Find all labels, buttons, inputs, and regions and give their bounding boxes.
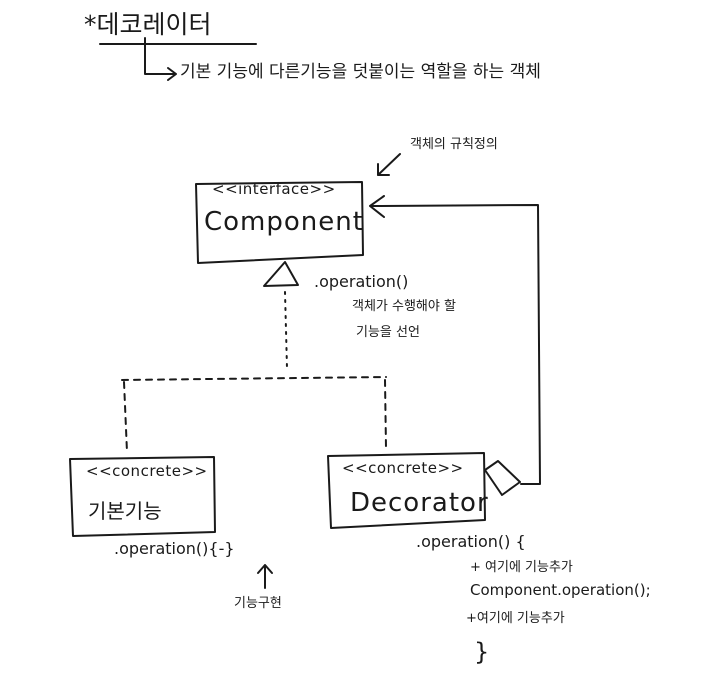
component-description-line2: 기능을 선언 xyxy=(356,325,420,340)
page-title: *데코레이터 xyxy=(84,10,212,39)
subtitle-arrow xyxy=(144,37,177,81)
decorator-name: Decorator xyxy=(350,488,489,518)
concrete-component-name: 기본기능 xyxy=(88,499,162,523)
implementation-note-arrow xyxy=(257,564,273,589)
component-description-line1: 객체가 수행해야 할 xyxy=(352,299,456,314)
aggregation-line xyxy=(369,195,541,485)
decorator-operation: .operation() { xyxy=(416,532,526,551)
implementation-note: 기능구현 xyxy=(234,596,282,611)
implementation-left-drop xyxy=(123,381,128,453)
implementation-right-drop xyxy=(384,379,387,449)
aggregation-diamond xyxy=(484,460,521,496)
implementation-branch xyxy=(121,376,387,381)
decorator-line1: + 여기에 기능추가 xyxy=(470,560,573,575)
note-arrow xyxy=(377,153,401,176)
component-name: Component xyxy=(204,207,364,237)
component-stereotype: <<interface>> xyxy=(212,180,336,198)
component-operation: .operation() xyxy=(314,272,409,291)
component-box xyxy=(195,181,364,264)
decorator-line3: +여기에 기능추가 xyxy=(466,611,565,626)
decorator-stereotype: <<concrete>> xyxy=(342,459,464,477)
decorator-box xyxy=(327,452,486,529)
concrete-component-stereotype: <<concrete>> xyxy=(86,462,208,480)
decorator-close-brace: } xyxy=(474,638,490,666)
interface-note: 객체의 규칙정의 xyxy=(410,137,498,152)
implementation-stem xyxy=(284,291,288,369)
implementation-arrowhead xyxy=(263,261,299,287)
decorator-line2: Component.operation(); xyxy=(470,581,651,599)
concrete-component-box xyxy=(69,456,216,537)
page-subtitle: 기본 기능에 다른기능을 덧붙이는 역할을 하는 객체 xyxy=(180,62,541,82)
concrete-component-operation: .operation(){-} xyxy=(114,539,235,558)
